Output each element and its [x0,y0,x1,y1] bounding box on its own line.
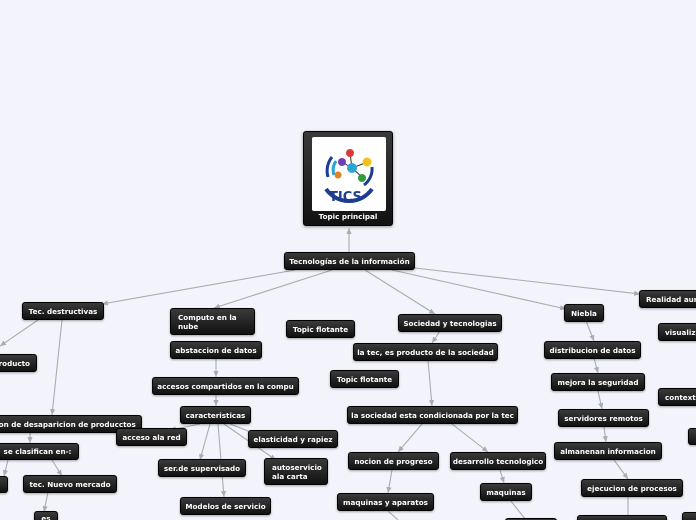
node-modelos-servicio[interactable]: Modelos de servicio [180,497,271,515]
node-autoservicio[interactable]: autoservicio ala carta [264,458,328,485]
node-elasticidad[interactable]: elasticidad y rapiez [248,430,338,448]
node-tecnologias-informacion[interactable]: Tecnologías de la información [284,252,415,270]
node-se-clasifican[interactable]: se clasifican en-: [0,443,79,460]
node-almacenan-informacion[interactable]: almanenan informacion [554,442,662,460]
node-desarrollo-tecnologico[interactable]: desarrollo tecnologico [450,452,546,470]
node-fragment-right-1[interactable] [688,428,696,445]
node-desaparicion-productos[interactable]: ion de desaparicion de producctos [0,415,142,433]
node-fragment-right-2[interactable] [682,512,696,520]
node-fragment-left[interactable] [0,476,8,493]
central-topic-label: Topic principal [318,212,378,221]
node-ejecucion-procesos[interactable]: ejecucion de procesos [581,479,683,497]
node-ser-supervisado[interactable]: ser.de supervisado [158,459,246,477]
node-topic-flotante-1[interactable]: Topic flotante [286,320,355,338]
central-topic[interactable]: TICS Topic principal [303,131,393,226]
tics-logo: TICS [312,137,386,211]
node-mejora-seguridad[interactable]: mejora la seguridad [551,373,645,391]
node-accesos-compartidos[interactable]: accesos compartidos en la compu [152,377,299,395]
node-tec-destructivas[interactable]: Tec. destructivas [22,302,104,320]
node-context[interactable]: context [658,388,696,406]
node-computo-nube[interactable]: Computo en la nube [170,308,255,335]
node-visualiz[interactable]: visualiz [658,323,696,341]
node-fragment-bottom-1[interactable] [505,518,557,520]
node-acceso-red[interactable]: acceso ala red [116,428,187,446]
node-maquinas-aparatos[interactable]: maquinas y aparatos [337,493,434,511]
node-es[interactable]: es [34,511,58,520]
node-servidores-remotos[interactable]: servidores remotos [558,409,649,427]
node-producto-sociedad[interactable]: la tec, es producto de la sociedad [353,343,498,361]
svg-text:TICS: TICS [329,190,362,205]
node-sociedad-condicionada[interactable]: la sociedad esta condicionada por la tec [347,406,518,424]
node-producto[interactable]: roducto [0,354,37,372]
node-abstraccion-datos[interactable]: abstaccion de datos [170,341,262,359]
node-niebla[interactable]: Niebla [564,304,604,322]
node-distribucion-datos[interactable]: distribucion de datos [544,341,641,359]
node-realidad-aumentada[interactable]: Realidad aum [639,290,696,308]
node-fragment-bottom-2[interactable] [577,515,667,520]
node-topic-flotante-2[interactable]: Topic flotante [330,370,399,388]
node-maquinas[interactable]: maquinas [480,483,532,501]
node-sociedad-tecnologias[interactable]: Sociedad y tecnologias [398,314,502,332]
node-tec-nuevo-mercado[interactable]: tec. Nuevo mercado [23,475,117,493]
node-caracteristicas[interactable]: caracteristicas [180,406,251,424]
node-nocion-progreso[interactable]: nocion de progreso [348,452,439,470]
